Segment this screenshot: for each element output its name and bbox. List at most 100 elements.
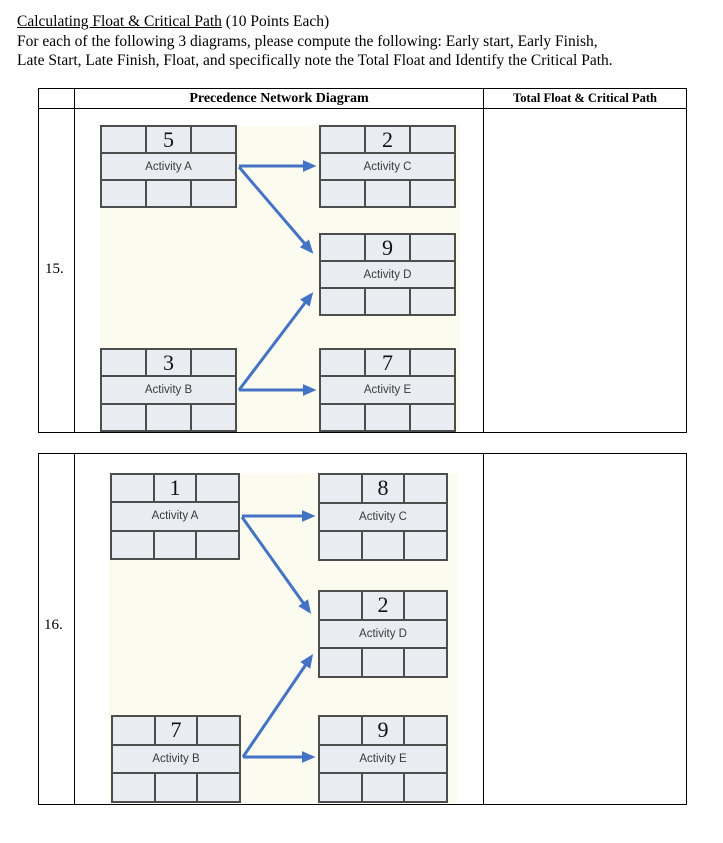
float-cell bbox=[153, 774, 197, 802]
late-finish-cell bbox=[403, 532, 446, 560]
duration-value: 3 bbox=[163, 349, 174, 375]
float-cell bbox=[364, 404, 409, 430]
activity-node-d-16: 2 Activity D bbox=[318, 590, 448, 678]
duration-value: 7 bbox=[170, 717, 182, 743]
late-finish-cell bbox=[409, 181, 454, 206]
duration-cell: 3 bbox=[145, 349, 190, 376]
late-finish-cell bbox=[190, 404, 235, 430]
early-start-cell bbox=[320, 475, 361, 502]
late-finish-cell bbox=[409, 289, 454, 314]
instructions-block: Calculating Float & Critical Path (10 Po… bbox=[17, 12, 613, 71]
late-row bbox=[102, 179, 235, 206]
late-start-cell bbox=[320, 532, 361, 559]
early-start-cell bbox=[321, 235, 364, 260]
early-start-cell bbox=[113, 717, 154, 744]
activity-node-b-16: 7 Activity B bbox=[111, 715, 241, 803]
late-row bbox=[321, 179, 454, 206]
late-row bbox=[321, 402, 454, 430]
late-start-cell bbox=[102, 405, 145, 430]
early-row: 2 bbox=[320, 592, 446, 619]
early-finish-cell bbox=[409, 127, 454, 152]
activity-label: Activity D bbox=[321, 260, 454, 287]
late-finish-cell bbox=[403, 649, 446, 677]
early-row: 9 bbox=[321, 235, 454, 260]
early-finish-cell bbox=[403, 592, 446, 619]
activity-label: Activity A bbox=[112, 501, 238, 529]
activity-node-e-16: 9 Activity E bbox=[318, 715, 448, 803]
early-finish-cell bbox=[409, 235, 454, 260]
doc-title: Calculating Float & Critical Path bbox=[17, 13, 222, 30]
late-finish-cell bbox=[196, 774, 239, 802]
duration-value: 9 bbox=[382, 234, 393, 260]
late-start-cell bbox=[113, 774, 154, 801]
table-divider bbox=[483, 89, 484, 432]
early-row: 2 bbox=[321, 127, 454, 152]
activity-node-a-16: 1 Activity A bbox=[110, 473, 240, 560]
duration-cell: 7 bbox=[153, 717, 197, 744]
activity-label: Activity B bbox=[102, 375, 235, 402]
duration-cell: 5 bbox=[145, 127, 190, 152]
float-cell bbox=[364, 289, 409, 314]
row-number-16: 16. bbox=[44, 617, 63, 633]
table-divider bbox=[483, 454, 484, 804]
float-cell bbox=[364, 181, 409, 206]
duration-cell: 7 bbox=[364, 349, 409, 376]
early-row: 5 bbox=[102, 127, 235, 152]
early-start-cell bbox=[102, 127, 145, 152]
duration-value: 9 bbox=[377, 717, 389, 743]
duration-cell: 8 bbox=[360, 475, 404, 502]
instructions-line-2: Late Start, Late Finish, Float, and spec… bbox=[17, 52, 613, 69]
float-cell bbox=[145, 404, 190, 430]
header-divider bbox=[39, 108, 686, 109]
late-row bbox=[113, 772, 239, 802]
duration-value: 7 bbox=[382, 349, 393, 375]
late-start-cell bbox=[320, 774, 361, 801]
late-start-cell bbox=[102, 181, 145, 206]
early-row: 7 bbox=[321, 349, 454, 376]
activity-label: Activity D bbox=[320, 618, 446, 648]
float-cell bbox=[360, 532, 404, 560]
duration-cell: 9 bbox=[360, 717, 404, 744]
late-row bbox=[102, 402, 235, 430]
early-finish-cell bbox=[196, 717, 239, 744]
early-row: 3 bbox=[102, 349, 235, 376]
early-start-cell bbox=[112, 475, 153, 501]
late-start-cell bbox=[321, 181, 364, 206]
answer-cell-16 bbox=[484, 454, 686, 804]
early-start-cell bbox=[321, 127, 364, 152]
early-finish-cell bbox=[190, 350, 235, 376]
activity-label: Activity B bbox=[113, 743, 239, 773]
doc-title-line: Calculating Float & Critical Path (10 Po… bbox=[17, 12, 613, 32]
activity-label: Activity E bbox=[320, 743, 446, 773]
late-finish-cell bbox=[195, 531, 238, 558]
table-divider bbox=[74, 454, 75, 804]
early-start-cell bbox=[321, 350, 364, 375]
activity-label: Activity A bbox=[102, 152, 235, 179]
late-row bbox=[321, 287, 454, 314]
float-cell bbox=[360, 774, 404, 802]
early-row: 7 bbox=[113, 717, 239, 744]
activity-node-d-15: 9 Activity D bbox=[319, 233, 456, 316]
late-row bbox=[320, 530, 446, 560]
doc-title-points: (10 Points Each) bbox=[221, 13, 330, 30]
float-cell bbox=[360, 649, 404, 677]
float-cell bbox=[152, 531, 196, 558]
duration-cell: 9 bbox=[364, 235, 409, 260]
late-start-cell bbox=[321, 405, 364, 430]
early-finish-cell bbox=[403, 475, 446, 502]
duration-cell: 2 bbox=[364, 127, 409, 152]
late-finish-cell bbox=[190, 181, 235, 206]
duration-cell: 1 bbox=[152, 475, 196, 502]
late-row bbox=[320, 647, 446, 677]
float-cell bbox=[145, 181, 190, 206]
activity-label: Activity C bbox=[321, 152, 454, 179]
duration-value: 1 bbox=[169, 475, 181, 501]
activity-node-b-15: 3 Activity B bbox=[100, 348, 237, 432]
early-row: 9 bbox=[320, 717, 446, 744]
answer-cell-15 bbox=[484, 109, 686, 432]
row-number-15: 15. bbox=[45, 261, 64, 277]
duration-cell: 2 bbox=[360, 592, 404, 619]
activity-label: Activity E bbox=[321, 375, 454, 402]
duration-value: 5 bbox=[163, 126, 174, 152]
